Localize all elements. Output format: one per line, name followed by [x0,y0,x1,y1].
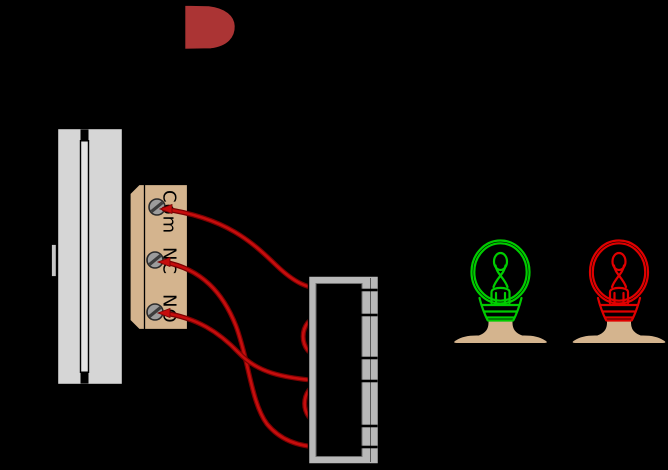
wire-com-to-strip [161,206,324,293]
terminal-block: Com NC NO [128,182,190,332]
switch-outer-plate [55,126,125,387]
switch-inner-strip [81,140,88,373]
red-bulb-glass [588,239,650,322]
switch-strip-slot-bottom [80,371,89,384]
indicator-bulb-red [570,239,668,345]
wire-nc-to-strip [161,259,324,450]
green-bulb-base [452,319,549,345]
red-bulb-base [570,319,668,345]
push-button-cap [182,3,238,52]
screw-terminal-nc [146,251,164,269]
terminal-strip-cavity [315,283,363,457]
wire-no-to-strip [161,310,324,384]
switch-strip-slot-top [80,129,89,142]
terminal-strip [307,275,380,465]
indicator-bulb-green [452,239,549,345]
switch-body [48,126,125,387]
green-bulb-glass [470,239,531,322]
screw-terminal-no [146,303,164,321]
screw-terminal-com [148,198,166,216]
terminal-strip-segment-gaps [361,288,378,449]
